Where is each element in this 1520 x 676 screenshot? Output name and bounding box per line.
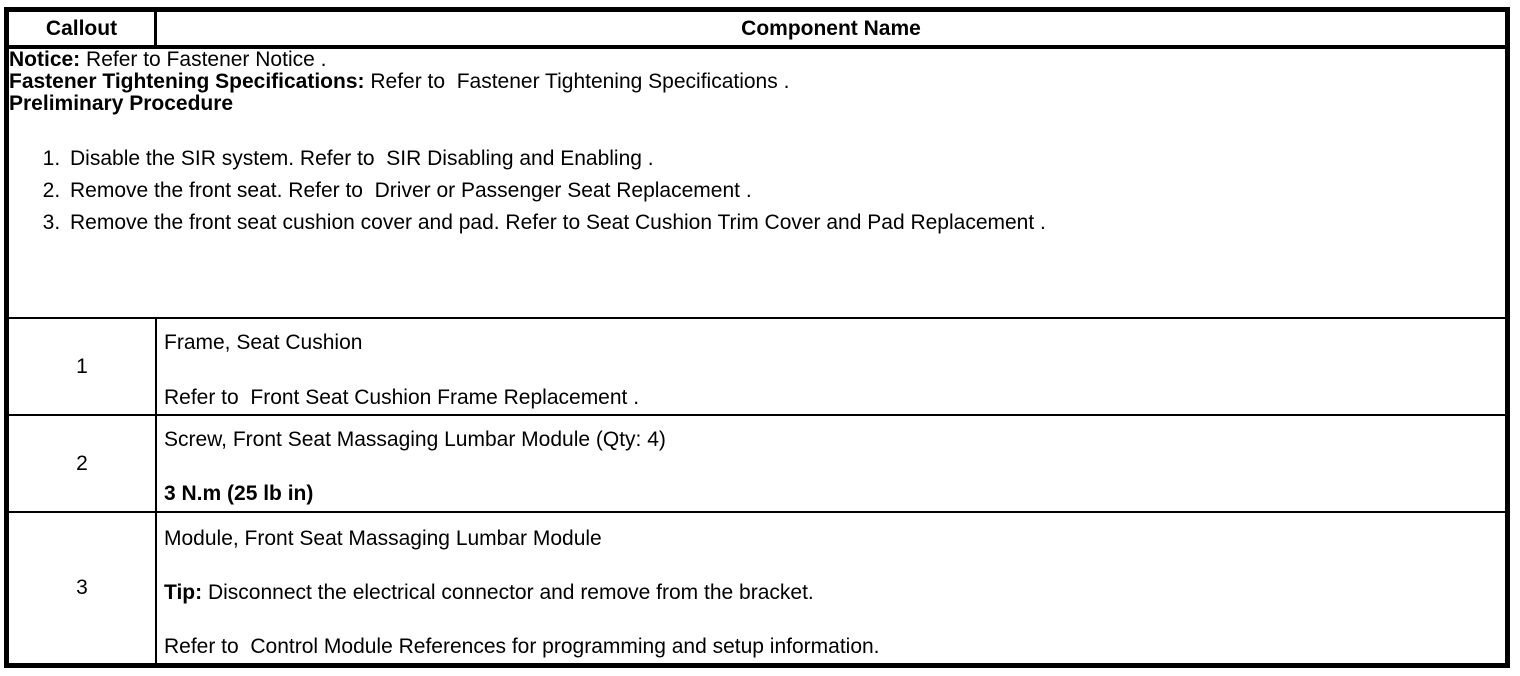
header-component-name: Component Name <box>741 16 921 40</box>
preliminary-procedure-title: Preliminary Procedure <box>9 92 234 115</box>
component-cell-2: Screw, Front Seat Massaging Lumbar Modul… <box>157 416 1505 511</box>
table-row: 2 Screw, Front Seat Massaging Lumbar Mod… <box>9 416 1505 513</box>
component-cell-1: Frame, Seat Cushion Refer to Front Seat … <box>157 319 1505 414</box>
header-callout: Callout <box>9 12 157 45</box>
callout-number-1: 1 <box>9 319 157 414</box>
notices-section: Notice: Refer to Fastener Notice . Faste… <box>9 49 1505 319</box>
component-name-text: Frame, Seat Cushion <box>164 331 363 354</box>
fastener-tightening-line: Fastener Tightening Specifications: Refe… <box>9 71 1505 93</box>
component-reference-text: Refer to Control Module References for p… <box>164 635 880 658</box>
tip-line: Tip: Disconnect the electrical connector… <box>164 581 1505 604</box>
component-cell-3: Module, Front Seat Massaging Lumbar Modu… <box>157 513 1505 663</box>
table-header-row: Callout Component Name <box>9 12 1505 49</box>
component-callout-table: Callout Component Name Notice: Refer to … <box>4 7 1510 668</box>
notice-label: Notice: <box>9 49 81 71</box>
component-name-text: Screw, Front Seat Massaging Lumbar Modul… <box>164 428 666 451</box>
fastener-tightening-text: Refer to Fastener Tightening Specificati… <box>364 70 790 93</box>
tip-text: Disconnect the electrical connector and … <box>202 581 814 604</box>
torque-spec-text: 3 N.m (25 lb in) <box>164 482 314 505</box>
preliminary-step-1: Disable the SIR system. Refer to SIR Dis… <box>66 148 1505 170</box>
notice-text: Refer to Fastener Notice . <box>80 49 327 71</box>
preliminary-step-2: Remove the front seat. Refer to Driver o… <box>66 180 1505 202</box>
preliminary-step-3: Remove the front seat cushion cover and … <box>66 212 1505 234</box>
table-row: 1 Frame, Seat Cushion Refer to Front Sea… <box>9 319 1505 416</box>
table-row: 3 Module, Front Seat Massaging Lumbar Mo… <box>9 513 1505 663</box>
component-reference-text: Refer to Front Seat Cushion Frame Replac… <box>164 386 640 409</box>
component-name-text: Module, Front Seat Massaging Lumbar Modu… <box>164 527 602 550</box>
fastener-tightening-label: Fastener Tightening Specifications: <box>9 70 365 93</box>
callout-number-2: 2 <box>9 416 157 511</box>
callout-number-3: 3 <box>9 513 157 663</box>
preliminary-procedure-list: Disable the SIR system. Refer to SIR Dis… <box>9 148 1505 234</box>
tip-label: Tip: <box>164 581 203 604</box>
fastener-notice-line: Notice: Refer to Fastener Notice . <box>9 49 1505 71</box>
